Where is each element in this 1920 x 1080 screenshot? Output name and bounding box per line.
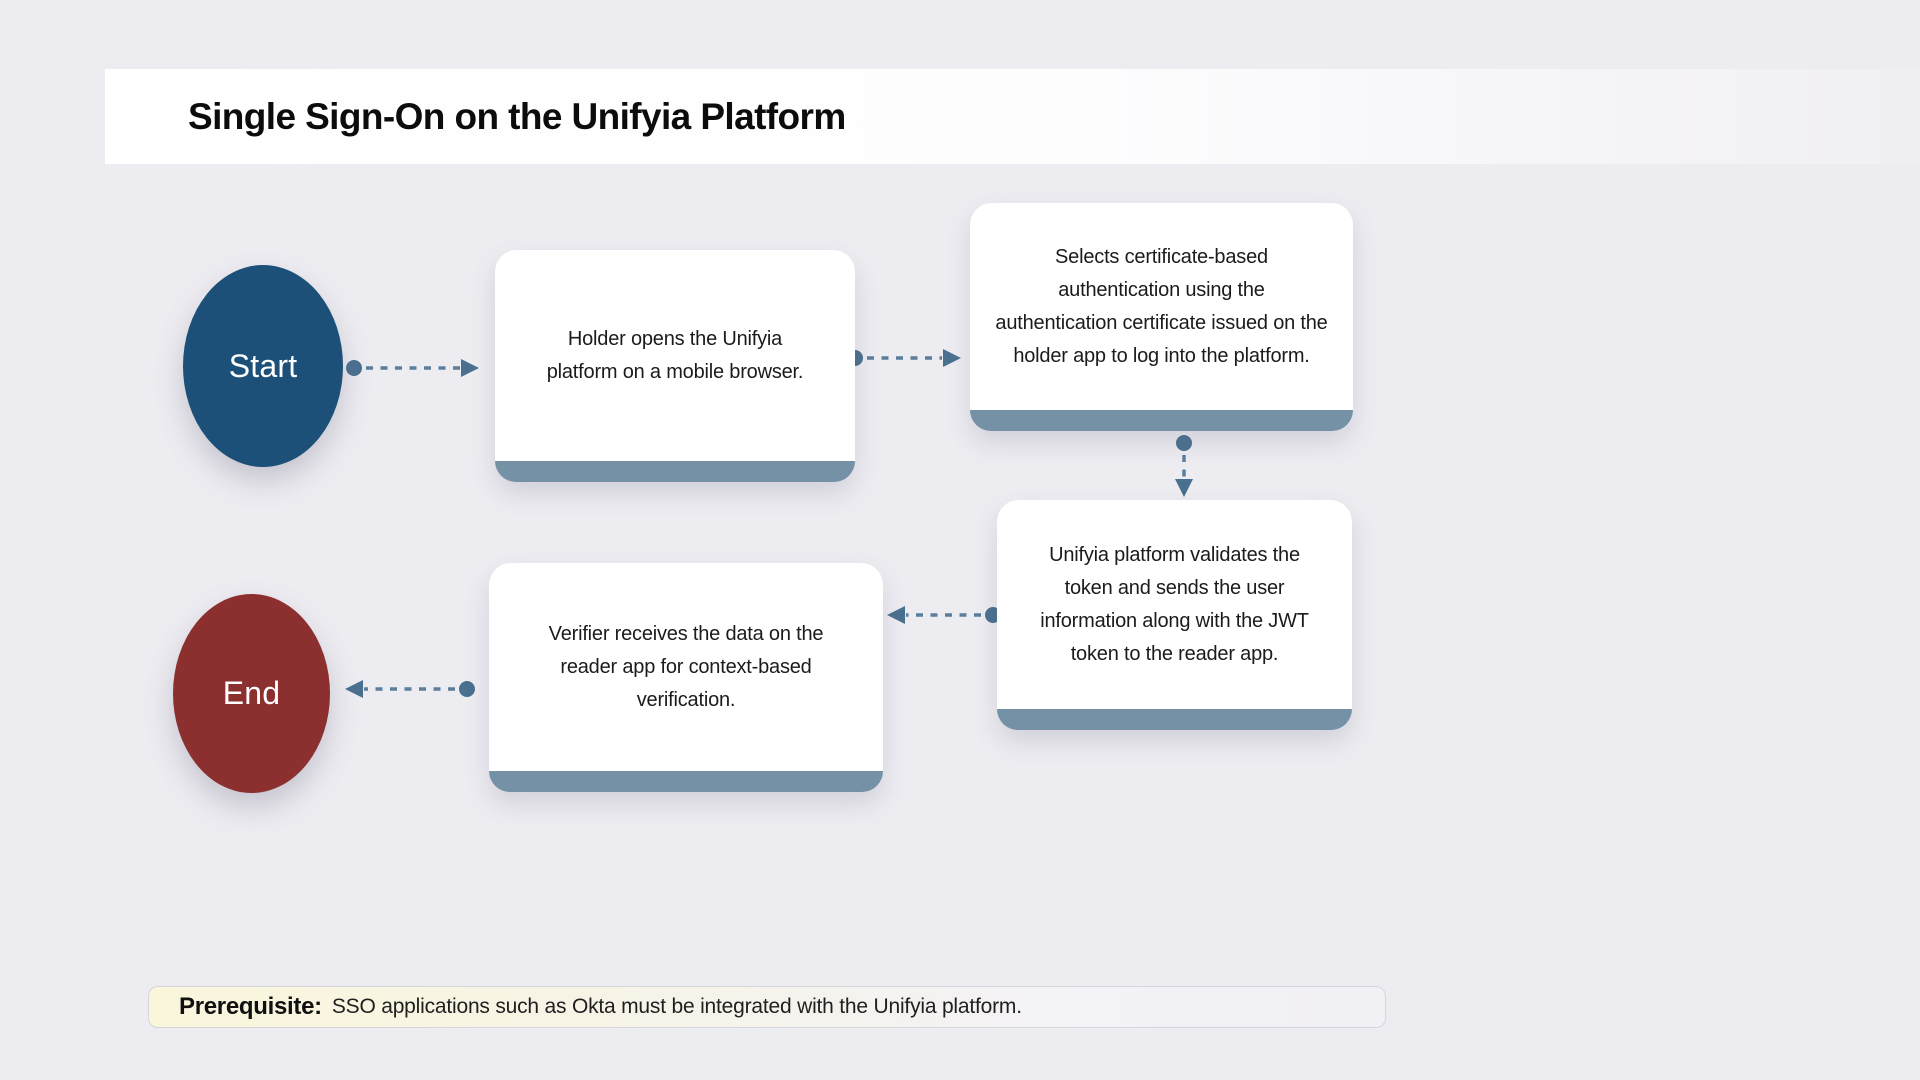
connector-step4-to-end [345, 680, 475, 698]
step-card-footer-bar [495, 461, 855, 482]
prerequisite-note: Prerequisite: SSO applications such as O… [148, 986, 1386, 1028]
start-node: Start [183, 265, 343, 467]
connector-step1-to-step2 [847, 349, 961, 367]
step-card-verifier-receives: Verifier receives the data on the reader… [489, 563, 883, 792]
step-card-platform-validates: Unifyia platform validates the token and… [997, 500, 1352, 730]
step-card-footer-bar [997, 709, 1352, 730]
end-node: End [173, 594, 330, 793]
step-card-body: Verifier receives the data on the reader… [489, 563, 883, 771]
end-node-label: End [222, 675, 281, 711]
step-card-body: Selects certificate-based authentication… [970, 203, 1353, 410]
start-node-label: Start [228, 347, 298, 384]
step-card-body: Holder opens the Unifyia platform on a m… [495, 250, 855, 461]
step-card-text: Holder opens the Unifyia platform on a m… [546, 327, 804, 383]
step-card-body: Unifyia platform validates the token and… [997, 500, 1352, 709]
page-title: Single Sign-On on the Unifyia Platform [188, 95, 846, 137]
step-card-selects-certificate: Selects certificate-based authentication… [970, 203, 1353, 431]
connector-step3-to-step4 [887, 606, 1001, 624]
step-card-footer-bar [489, 771, 883, 792]
connector-start-to-step1 [346, 359, 479, 377]
header-band: Single Sign-On on the Unifyia Platform [105, 69, 1920, 164]
step-card-holder-opens: Holder opens the Unifyia platform on a m… [495, 250, 855, 482]
step-card-footer-bar [970, 410, 1353, 431]
step-card-text: Unifyia platform validates the token and… [1040, 543, 1309, 665]
connector-step2-to-step3 [1175, 435, 1193, 497]
prerequisite-text: SSO applications such as Okta must be in… [331, 995, 1022, 1018]
step-card-text: Selects certificate-based authentication… [995, 245, 1328, 367]
step-card-text: Verifier receives the data on the reader… [548, 622, 824, 711]
prerequisite-label: Prerequisite: [179, 993, 322, 1020]
